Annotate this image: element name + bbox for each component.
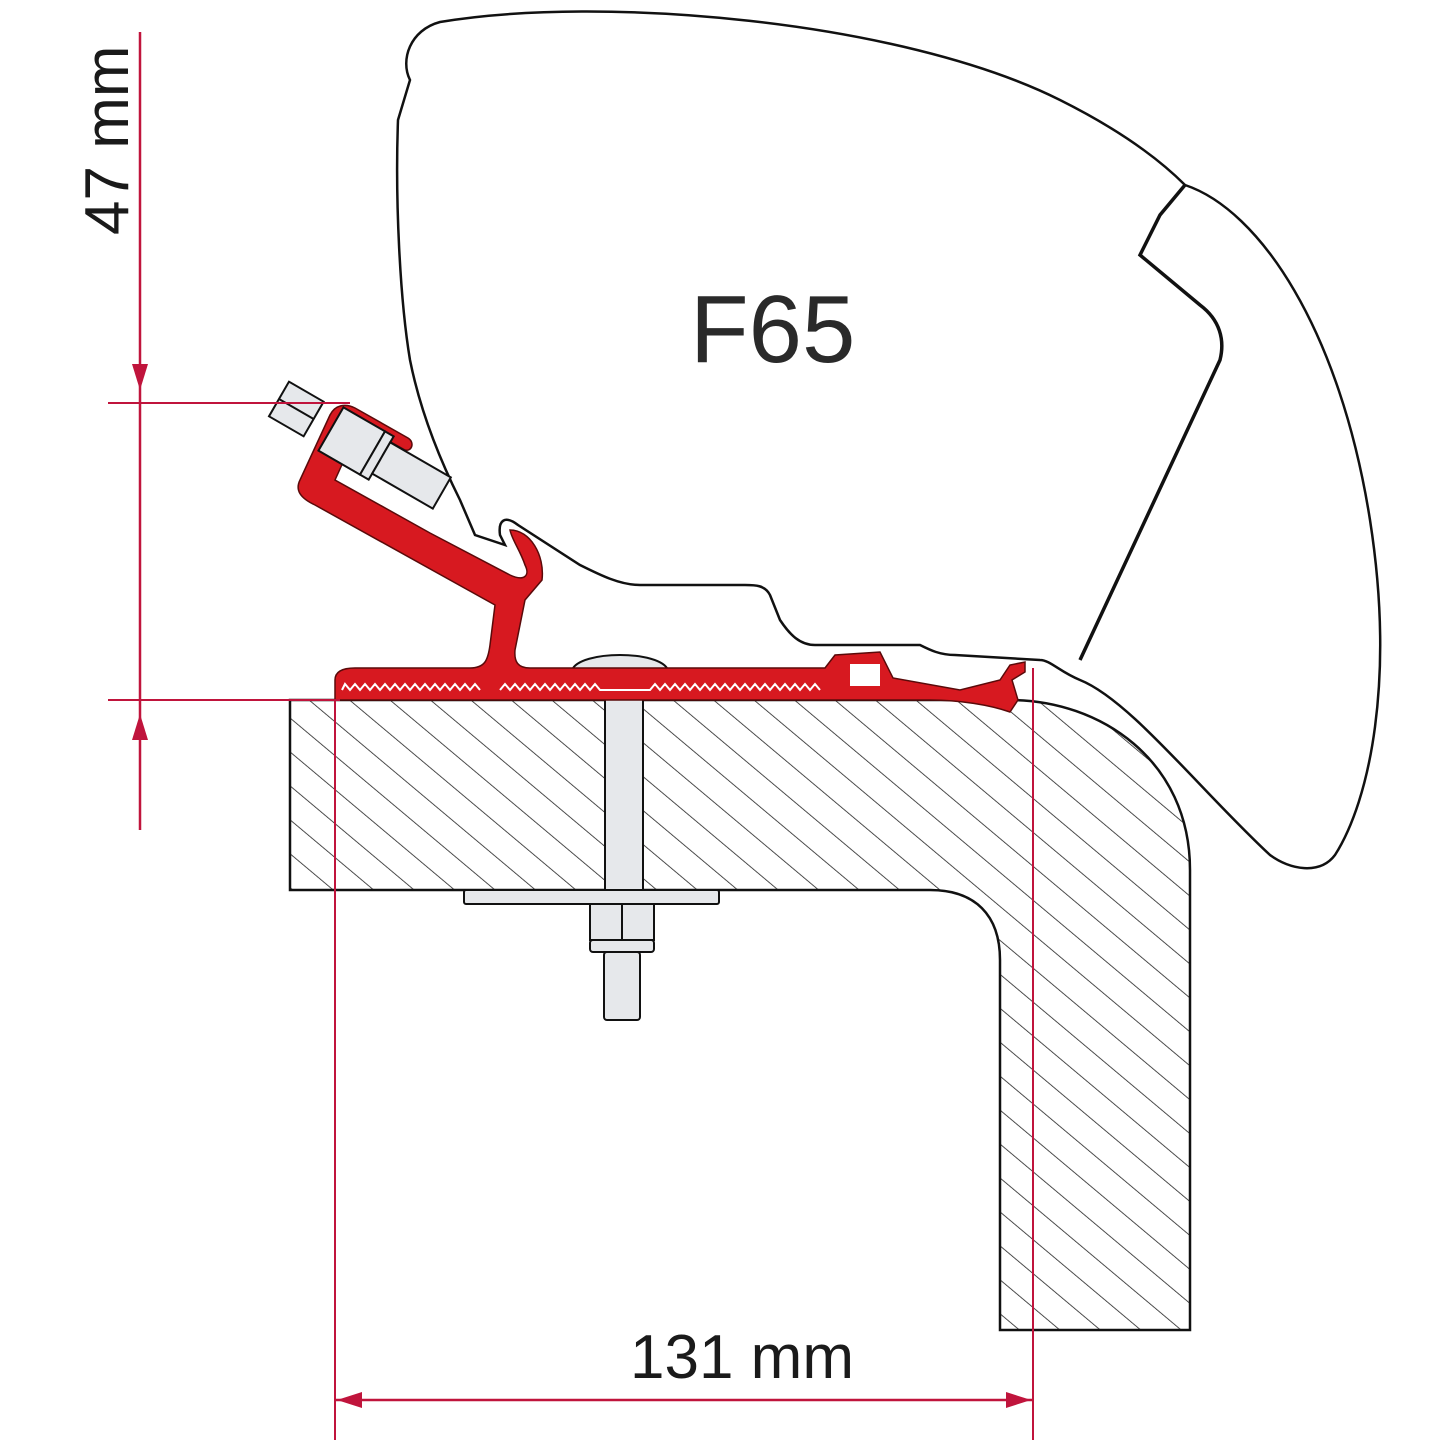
arrow-down-icon (132, 364, 148, 390)
arrow-up-icon (132, 714, 148, 740)
adapter-rail (267, 380, 1026, 713)
model-label: F65 (690, 276, 855, 383)
horizontal-dimension-label: 131 mm (630, 1323, 854, 1392)
awning-cassette: F65 (395, 10, 1382, 870)
dimension-horizontal: 131 mm (334, 668, 1034, 1440)
vertical-dimension-label: 47 mm (73, 46, 142, 235)
mounting-bolt (463, 654, 720, 1021)
dimension-vertical: 47 mm (73, 32, 350, 830)
vehicle-roof-section (288, 698, 1192, 1332)
arrow-left-icon (337, 1392, 362, 1408)
arrow-right-icon (1006, 1392, 1031, 1408)
